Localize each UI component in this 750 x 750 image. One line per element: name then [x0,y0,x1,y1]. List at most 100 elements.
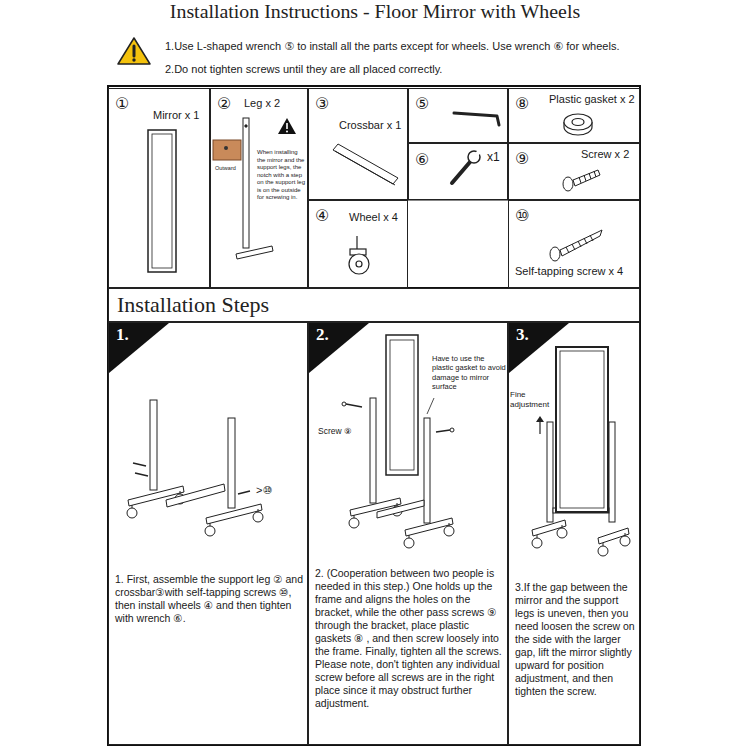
text-slot: ③ [315,94,329,113]
step-badge: 1. [109,323,169,373]
step1-drawing [127,508,137,518]
text-slot: 1.Use L-shaped wrench ⑤ to install all t… [165,40,619,53]
warning-icon [132,58,135,61]
text-slot: 2.Do not tighten screws until they are a… [165,63,442,76]
step3-drawing [609,422,615,522]
callout-number: ⑨ [515,149,529,168]
self-tapping-screw-drawing [578,241,581,247]
part-cell: ⑥ x1 [408,143,508,200]
step-badge: 2. [309,323,369,373]
part-cell: ① Mirror x 1 [108,88,210,288]
table-frame [108,86,640,288]
wrench-drawing [468,151,480,163]
step3-drawing [532,538,542,548]
text-slot: Wheel x 4 [349,211,398,224]
part-cell: ⑧Plastic gasket x 2 [508,88,640,143]
text-slot: 3.If the gap between the mirror and the … [515,581,635,698]
self-tapping-screw-drawing [572,244,575,250]
self-tapping-screw-drawing [566,247,569,253]
step1-drawing [205,526,215,536]
wrench-drawing [452,151,480,183]
step-panel: 2. (Cooperation between two people is ne… [308,322,508,745]
step3-drawing [547,422,553,522]
text-slot: 1. First, assemble the support leg ② and… [115,573,303,625]
text-slot: x1 [487,150,500,164]
part-cell: ⑨ Screw x 2 [508,143,640,200]
text-slot: ⑧ [515,94,529,113]
step3-drawing [532,347,630,556]
step1-drawing [150,400,157,490]
note: 2.Do not tighten screws until they are a… [165,63,442,76]
leg-drawing [236,246,273,259]
callout-label: Fine adjustment [510,390,554,409]
part-note: When installing the mirror and the suppo… [257,149,306,202]
mirror-drawing [148,130,176,272]
callout-label: Screw ⑨ [318,426,352,436]
leg-drawing [213,140,241,160]
badge-triangle [109,323,169,373]
callout-note: Have to use the plastic gasket to avoid … [432,354,506,392]
callout-number: ① [115,94,129,113]
leader-line [427,398,434,414]
step-badge: 3. [509,323,569,373]
crossbar-drawing [335,151,395,185]
text-slot: Outward [215,165,236,172]
self-tapping-screw-drawing [560,230,602,256]
caution-icon [286,131,288,133]
badge-triangle [309,323,369,373]
step-text: 1. First, assemble the support leg ② and… [115,573,303,625]
text-slot: Have to use the plastic gasket to avoid … [432,354,506,392]
step2-drawing [390,340,414,470]
text-slot: 2. [316,325,329,345]
text-slot: Mirror x 1 [153,109,199,122]
step1-drawing [166,484,225,507]
callout-number: ⑧ [515,94,529,113]
part-name: Self-tapping screw x 4 [515,265,623,278]
step1-drawing [135,473,148,476]
step2-drawing [346,404,362,407]
part-cell: ③ Crossbar x 1 [308,88,408,200]
step3-drawing [598,546,608,556]
step3-drawing [560,351,604,508]
step-text: 3.If the gap between the mirror and the … [515,581,635,698]
callout-number: ④ [315,206,329,225]
step1-drawing [238,491,250,494]
step2-drawing [370,398,376,503]
text-slot: When installing the mirror and the suppo… [257,149,306,202]
text-slot: ⑥ [415,150,429,169]
text-slot: ① [115,94,129,113]
text-slot: 3. [516,325,529,345]
callout-number: ③ [315,94,329,113]
step1-drawing [253,512,263,522]
callout-number: ⑤ [415,94,429,113]
warning-icon [118,38,150,64]
part-cell: ⑤ [408,88,508,143]
step-panel: 1. First, assemble the support leg ② and… [108,322,308,745]
screw-drawing [563,177,573,191]
screw-drawing [589,173,591,179]
screw-drawing [563,170,600,191]
self-tapping-screw-drawing [590,235,593,241]
part-name: Mirror x 1 [153,109,199,122]
up-arrow [536,416,544,434]
part-name: Screw x 2 [581,148,629,161]
text-slot: Screw x 2 [581,148,629,161]
text-slot: ⑩ [515,206,529,225]
step1-drawing [127,400,263,536]
step-panel: 3.If the gap between the mirror and the … [508,322,640,745]
callout-number: ⑥ [415,150,429,169]
title: Installation Instructions - Floor Mirror… [0,0,750,24]
caution-icon [286,123,288,129]
l-wrench-drawing [454,113,499,125]
step1-drawing [228,418,235,508]
table-frame [108,288,640,745]
step2-drawing [444,526,454,536]
l-wrench-drawing [454,113,499,125]
wrench-drawing [452,162,470,183]
leg-drawing [224,146,228,150]
part-name: Leg x 2 [244,97,280,110]
part-name: Crossbar x 1 [339,119,401,132]
warning-icon [118,38,150,64]
up-arrow [539,420,540,434]
